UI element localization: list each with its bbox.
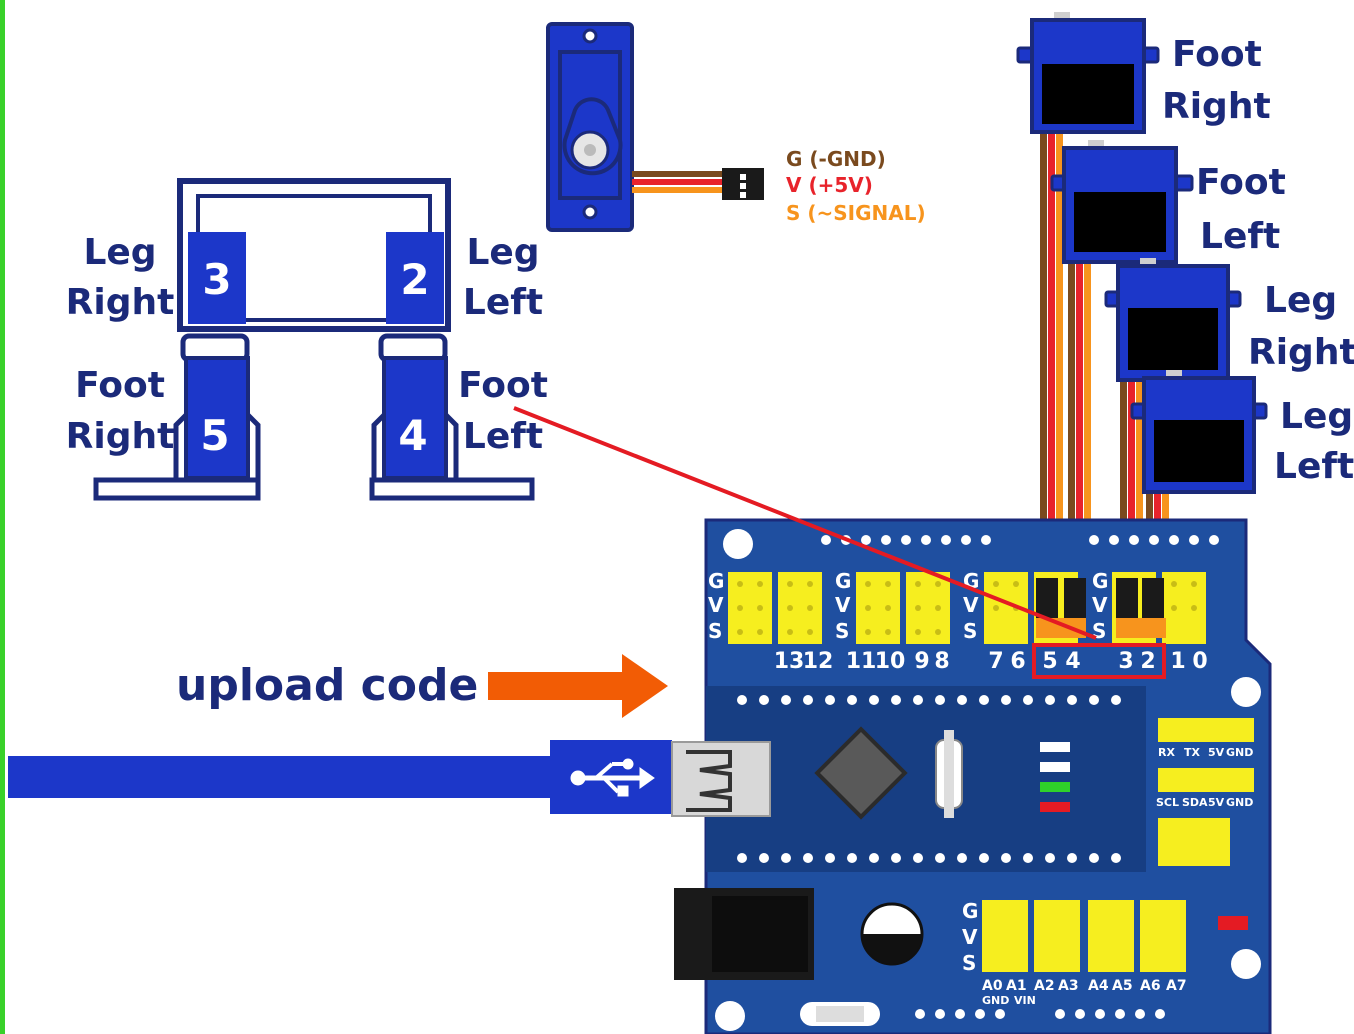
- pin-3: 3: [1118, 649, 1133, 674]
- pin-a0: A0: [982, 978, 1003, 994]
- pin-1: 1: [1170, 649, 1185, 674]
- gvs-g-1: G: [708, 569, 724, 593]
- uart-gnd: GND: [1226, 746, 1253, 759]
- leg-right-servo: [188, 232, 246, 324]
- i2c-gnd: GND: [1226, 796, 1253, 809]
- servo-foot-left: [1050, 140, 1194, 264]
- pin-5: 5: [1042, 649, 1057, 674]
- legend-signal: S (~SIGNAL): [786, 201, 926, 225]
- pin-7: 7: [988, 649, 1003, 674]
- legend-gnd: G (-GND): [786, 147, 886, 171]
- foot-right-label-1: Foot: [75, 365, 165, 406]
- leg-right-number: 3: [202, 255, 231, 304]
- gvs-s-1: S: [708, 619, 722, 643]
- gvs-v-1: V: [708, 593, 724, 617]
- gvs-g-4: G: [1092, 569, 1108, 593]
- pin-10: 10: [875, 649, 906, 674]
- leg-left-servo: [386, 232, 444, 324]
- foot-right-label-2: Right: [66, 416, 175, 457]
- pin-4: 4: [1065, 649, 1080, 674]
- pin-a1: A1: [1006, 978, 1027, 994]
- i2c-sda: SDA: [1182, 796, 1208, 809]
- stack-foot-left-2: Left: [1200, 216, 1280, 257]
- right-foot-plate: [93, 477, 261, 501]
- leg-right-label-1: Leg: [83, 232, 156, 273]
- pin-11: 11: [846, 649, 877, 674]
- left-edge-line: [0, 0, 5, 1034]
- leg-left-label-1: Leg: [466, 232, 539, 273]
- gvs-s-2: S: [835, 619, 849, 643]
- pin-a5: A5: [1112, 978, 1133, 994]
- pins-highlight-box: [1032, 643, 1166, 679]
- shield-board: G V S G V S G V S G V S 13 12 11 10 9 8 …: [674, 518, 1272, 1034]
- pin-a3: A3: [1058, 978, 1079, 994]
- stack-leg-right-1: Leg: [1264, 280, 1337, 321]
- gvs-s-analog: S: [962, 951, 976, 975]
- pin-0: 0: [1192, 649, 1207, 674]
- pin-vin-power: VIN: [1014, 994, 1036, 1007]
- gvs-v-analog: V: [962, 925, 978, 949]
- pin-a2: A2: [1034, 978, 1055, 994]
- stack-foot-left-1: Foot: [1196, 162, 1286, 203]
- gvs-g-analog: G: [962, 899, 978, 923]
- servo-leg-left: [1130, 370, 1268, 494]
- leg-left-number: 2: [400, 255, 429, 304]
- pin-2: 2: [1140, 649, 1155, 674]
- leg-left-label-2: Left: [463, 282, 543, 323]
- pin-a7: A7: [1166, 978, 1187, 994]
- stack-leg-left-2: Left: [1274, 446, 1354, 487]
- pin-8: 8: [934, 649, 949, 674]
- foot-left-label-2: Left: [463, 416, 543, 457]
- uart-5v: 5V: [1208, 746, 1225, 759]
- robot-labels: Leg Right Leg Left Foot Right Foot Left: [66, 232, 548, 457]
- left-foot-plate: [369, 477, 535, 501]
- robot-frame: 3 2 5 4: [93, 178, 535, 501]
- foot-right-number: 5: [200, 411, 229, 460]
- pin-gnd-power: GND: [982, 994, 1009, 1007]
- i2c-scl: SCL: [1156, 796, 1179, 809]
- servo-legend-graphic: [546, 22, 764, 232]
- gvs-v-2: V: [835, 593, 851, 617]
- usb-cable: [8, 740, 771, 817]
- pin-12: 12: [803, 649, 834, 674]
- uart-rx: RX: [1158, 746, 1175, 759]
- pin-a4: A4: [1088, 978, 1109, 994]
- foot-left-servo: [382, 356, 448, 480]
- foot-left-label-1: Foot: [458, 365, 548, 406]
- usb-icon: [570, 758, 655, 797]
- uart-tx: TX: [1184, 746, 1201, 759]
- gvs-v-4: V: [1092, 593, 1108, 617]
- stack-foot-right-1: Foot: [1172, 34, 1262, 75]
- legend-vcc: V (+5V): [786, 173, 873, 197]
- mcu-chip: [814, 726, 908, 820]
- stack-foot-right-2: Right: [1162, 86, 1271, 127]
- pin-13: 13: [774, 649, 805, 674]
- foot-left-number: 4: [398, 411, 427, 460]
- gvs-s-3: S: [963, 619, 977, 643]
- servo-leg-right: [1104, 258, 1242, 382]
- stack-leg-left-1: Leg: [1280, 396, 1353, 437]
- upload-code-label: upload code: [176, 660, 478, 711]
- gvs-v-3: V: [963, 593, 979, 617]
- servo-foot-right: [1016, 12, 1160, 134]
- i2c-5v: 5V: [1208, 796, 1225, 809]
- stack-leg-right-2: Right: [1248, 332, 1354, 373]
- foot-left-connection-line: [513, 406, 1097, 640]
- gvs-g-2: G: [835, 569, 851, 593]
- pin-6: 6: [1010, 649, 1025, 674]
- pin-9: 9: [914, 649, 929, 674]
- leg-right-label-2: Right: [66, 282, 175, 323]
- nano-module: [706, 686, 1146, 872]
- pin-a6: A6: [1140, 978, 1161, 994]
- upload-arrow: [488, 654, 668, 718]
